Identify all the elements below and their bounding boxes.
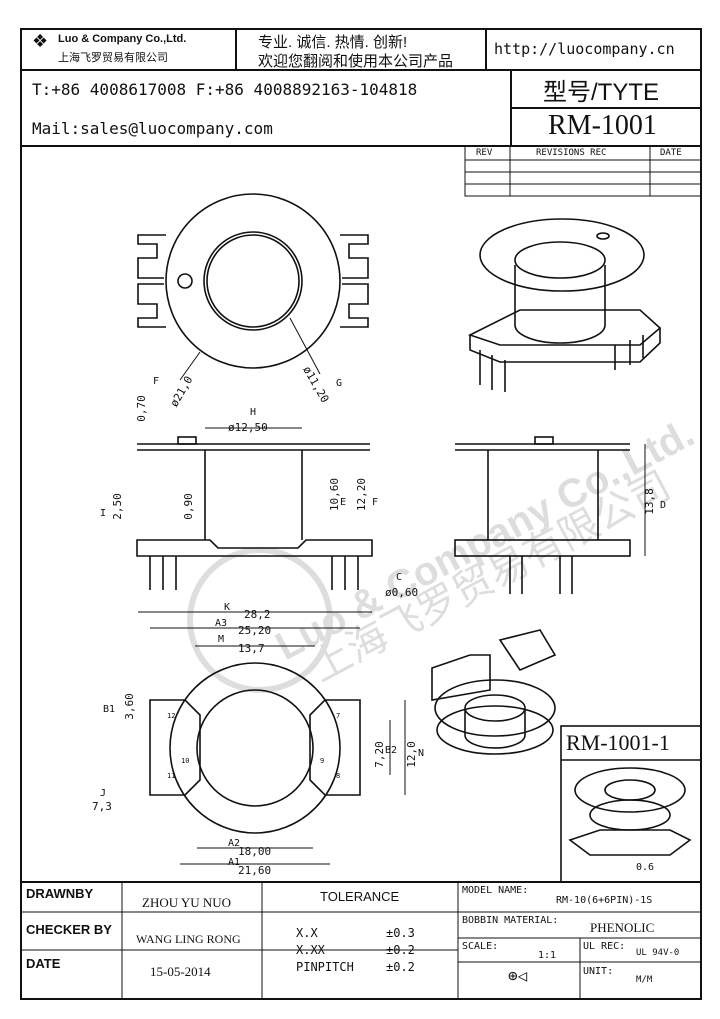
dim-7-3: 7,3	[92, 800, 112, 813]
dim-18-00: 18,00	[238, 845, 272, 858]
projection-symbol-icon: ⊕◁	[508, 966, 528, 985]
label-g: G	[336, 378, 343, 389]
tol-xx-value: ±0.3	[386, 926, 415, 940]
label-c: C	[396, 572, 403, 583]
label-b1: B1	[103, 704, 116, 715]
pin-label: 9	[320, 757, 325, 765]
label-j: J	[100, 788, 107, 799]
label-k: K	[224, 602, 231, 613]
watermark: Luo & Company Co.,Ltd. 上海飞罗贸易有限公司	[187, 411, 701, 693]
gap-dim: 0.6	[636, 862, 655, 873]
front-view	[454, 436, 646, 594]
model-name-label: MODEL NAME:	[462, 885, 529, 896]
iso-view-top	[467, 218, 662, 392]
checker-label: CHECKER BY	[26, 922, 112, 937]
label-a3: A3	[215, 618, 228, 629]
drawnby-value: ZHOU YU NUO	[142, 895, 232, 910]
label-i: I	[100, 508, 107, 519]
logo-icon: ❖	[32, 31, 49, 51]
ul-value: UL 94V-0	[636, 948, 680, 958]
label-e: E	[340, 497, 347, 508]
rev-col-date: DATE	[660, 148, 682, 158]
pin-label: 8	[336, 772, 341, 780]
dim-pin-d: ø0,60	[385, 586, 419, 599]
scale-label: SCALE:	[462, 941, 499, 952]
unit-label: UNIT:	[583, 966, 614, 977]
bobbin-value: PHENOLIC	[590, 920, 655, 935]
mail-address[interactable]: Mail:sales@luocompany.com	[32, 119, 273, 138]
slogan: 专业. 诚信. 热情. 创新!	[258, 34, 408, 51]
pin-label: 11	[167, 772, 176, 780]
iso-view-bottom	[431, 629, 557, 755]
date-value: 15-05-2014	[150, 964, 211, 979]
type-label: 型号/TYTE	[543, 79, 660, 106]
tol-xxx-label: X.XX	[296, 943, 325, 957]
side-view	[136, 427, 373, 590]
checker-value: WANG LING RONG	[136, 932, 241, 946]
company-name-cn: 上海飞罗贸易有限公司	[58, 52, 168, 64]
label-a2: A2	[228, 838, 241, 849]
rev-col-rev: REV	[476, 148, 493, 158]
dim-25-20: 25,20	[238, 624, 272, 637]
variant-box	[560, 725, 702, 883]
dim-3-60: 3,60	[122, 693, 136, 720]
rev-col-revisions: REVISIONS REC	[536, 148, 607, 158]
dim-0-90: 0,90	[181, 493, 195, 520]
website-link[interactable]: http://luocompany.cn	[494, 40, 675, 58]
variant-title: RM-1001-1	[566, 730, 670, 755]
dim-2-50: 2,50	[110, 493, 124, 520]
dim-0-70: 0,70	[134, 395, 148, 422]
pin-label: 7	[336, 712, 341, 720]
label-b2: B2	[385, 745, 398, 756]
tol-xxx-value: ±0.2	[386, 943, 415, 957]
dim-12-0: 12,0	[404, 741, 418, 768]
company-name-en: Luo & Company Co.,Ltd.	[58, 33, 187, 45]
label-f2: F	[372, 497, 379, 508]
welcome-text: 欢迎您翻阅和使用本公司产品	[258, 53, 454, 70]
label-f: F	[153, 376, 160, 387]
label-d: D	[660, 500, 667, 511]
label-h: H	[250, 407, 257, 418]
model-name-value: RM-10(6+6PIN)-1S	[556, 895, 653, 906]
model-title: RM-1001	[548, 110, 657, 141]
dim-13-8: 13,8	[642, 488, 656, 515]
unit-value: M/M	[636, 975, 653, 985]
tol-pin-value: ±0.2	[386, 960, 415, 974]
dim-21-60: 21,60	[238, 864, 272, 877]
phone-fax: T:+86 4008617008 F:+86 4008892163-104818	[32, 80, 418, 99]
dim-13-7: 13,7	[238, 642, 265, 655]
drawnby-label: DRAWNBY	[26, 886, 94, 901]
dim-28-2: 28,2	[244, 608, 271, 621]
bobbin-label: BOBBIN MATERIAL:	[462, 915, 559, 926]
dim-12-50: ø12,50	[228, 421, 268, 434]
pin-label: 12	[167, 712, 176, 720]
bottom-view	[138, 611, 406, 865]
pin-label: 10	[181, 757, 190, 765]
top-view	[137, 193, 369, 381]
dim-12-20: 12,20	[355, 477, 369, 512]
revision-table	[464, 145, 702, 197]
label-a1: A1	[228, 857, 241, 868]
scale-value: 1:1	[538, 950, 557, 961]
date-label: DATE	[26, 956, 61, 971]
label-m: M	[218, 634, 225, 645]
label-n: N	[418, 748, 425, 759]
tol-pin-label: PINPITCH	[296, 960, 354, 974]
tolerance-label: TOLERANCE	[320, 889, 400, 904]
frame-lines	[20, 28, 702, 1000]
tol-xx-label: X.X	[296, 926, 318, 940]
dim-7-20: 7,20	[372, 741, 386, 768]
ul-label: UL REC:	[583, 941, 626, 952]
